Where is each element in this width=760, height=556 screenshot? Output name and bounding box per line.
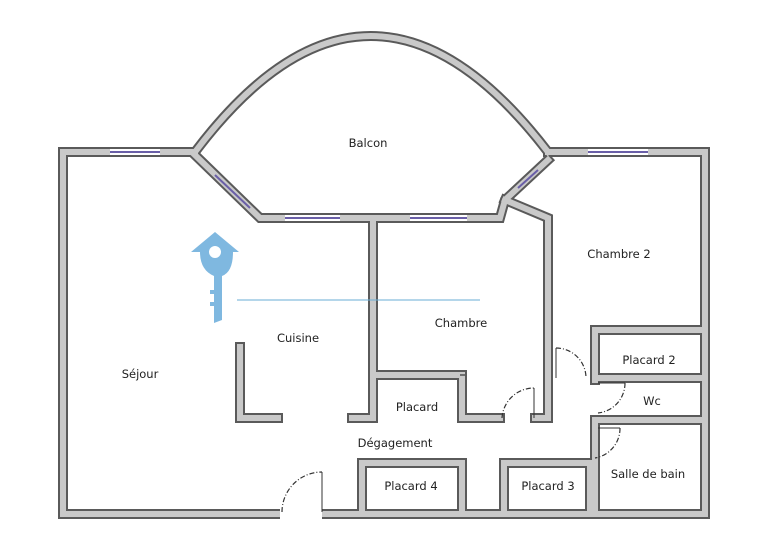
- room-label-wc: Wc: [643, 394, 661, 408]
- room-label-placard-4: Placard 4: [384, 479, 437, 493]
- room-label-cuisine: Cuisine: [277, 331, 319, 345]
- room-label-chambre: Chambre: [435, 316, 487, 330]
- windows: [110, 149, 648, 221]
- room-label-placard-3: Placard 3: [521, 479, 574, 493]
- room-label-degagement: Dégagement: [358, 436, 433, 450]
- room-label-balcon: Balcon: [349, 136, 388, 150]
- doors: [280, 347, 626, 519]
- room-label-placard: Placard: [396, 400, 438, 414]
- room-label-placard-2: Placard 2: [622, 353, 675, 367]
- house-key-icon: [191, 232, 480, 323]
- room-labels: Balcon Séjour Cuisine Chambre Chambre 2 …: [122, 136, 685, 493]
- room-label-salle-de-bain: Salle de bain: [611, 467, 685, 481]
- room-label-chambre-2: Chambre 2: [587, 247, 650, 261]
- room-label-sejour: Séjour: [122, 367, 159, 381]
